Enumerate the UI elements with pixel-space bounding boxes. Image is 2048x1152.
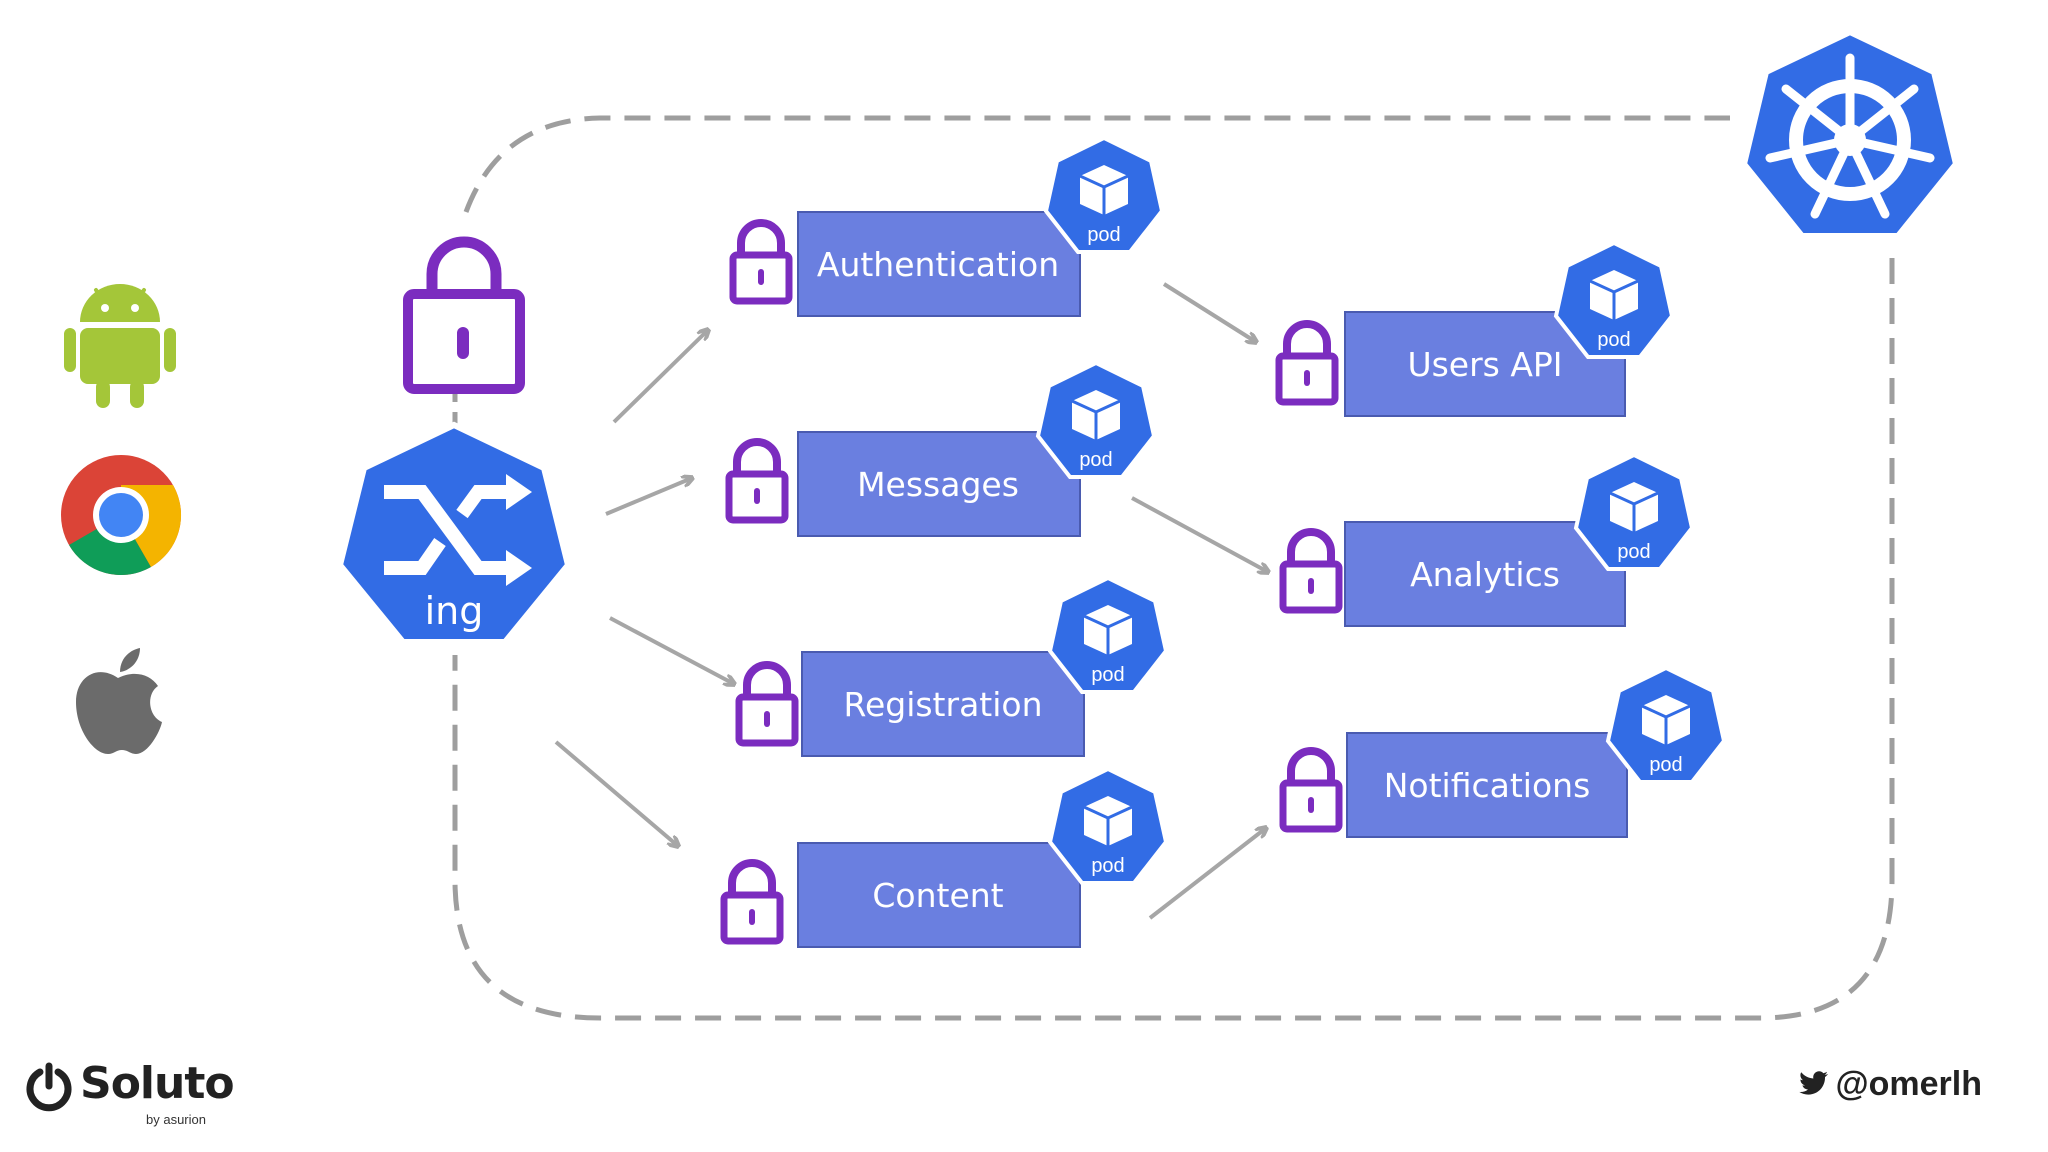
chrome-icon [61,455,182,576]
service-label: Registration [844,685,1043,724]
service-label: Notifications [1384,766,1591,805]
pod-label: pod [1087,224,1120,246]
pod-icon: pod [1606,666,1726,784]
service-content: Content pod [724,767,1168,948]
brand-subtitle: by asurion [146,1112,206,1127]
lock-icon [1283,751,1339,829]
pod-icon: pod [1048,767,1168,885]
service-label: Analytics [1410,555,1560,594]
service-analytics: Analytics pod [1283,453,1694,627]
arrow-messages-analytics [1131,496,1268,572]
pod-label: pod [1597,329,1630,351]
service-users-api: Users API pod [1279,241,1674,417]
ingress-lock-icon [403,236,525,394]
pod-icon: pod [1044,136,1164,254]
arrow-content-notifications [1148,828,1266,920]
pod-label: pod [1617,541,1650,563]
pod-icon: pod [1048,576,1168,694]
pod-icon: pod [1554,241,1674,359]
pod-label: pod [1091,664,1124,686]
pod-icon: pod [1574,453,1694,571]
lock-icon [729,442,785,520]
service-messages: Messages pod [729,361,1156,537]
service-notifications: Notifications pod [1283,666,1726,838]
service-authentication: Authentication pod [733,136,1164,317]
arrow-ingress-authentication [612,330,708,424]
service-label: Messages [857,465,1019,504]
twitter-handle[interactable]: @omerlh [1799,1064,1982,1104]
arrow-ingress-registration [609,616,734,684]
android-icon [64,284,176,408]
twitter-icon [1799,1071,1829,1095]
lock-icon [1283,532,1339,610]
service-label: Authentication [817,245,1059,284]
arrow-ingress-content [554,740,678,846]
service-label: Content [872,876,1003,915]
pod-label: pod [1649,754,1682,776]
service-label: Users API [1407,345,1562,384]
ingress-shuffle-icon [384,485,508,575]
service-registration: Registration pod [739,576,1168,757]
brand-name: Soluto [80,1058,235,1109]
twitter-handle-text: @omerlh [1835,1064,1982,1103]
arrow-ingress-messages [605,478,692,516]
lock-icon [733,223,789,301]
pod-label: pod [1091,855,1124,877]
brand-logo: Soluto by asurion [24,1058,244,1128]
power-icon [26,1062,72,1112]
pod-label: pod [1079,449,1112,471]
lock-icon [1279,324,1335,402]
ingress-label: ing [425,589,484,633]
apple-icon [76,648,162,754]
connection-arrows [554,282,1268,920]
pod-icon: pod [1036,361,1156,479]
kubernetes-helm-icon [1740,28,1960,239]
cluster-boundary [452,115,1895,1021]
lock-icon [724,863,780,941]
ingress-node: ing [336,421,572,645]
arrow-authentication-users-api [1162,282,1256,342]
lock-icon [739,665,795,743]
